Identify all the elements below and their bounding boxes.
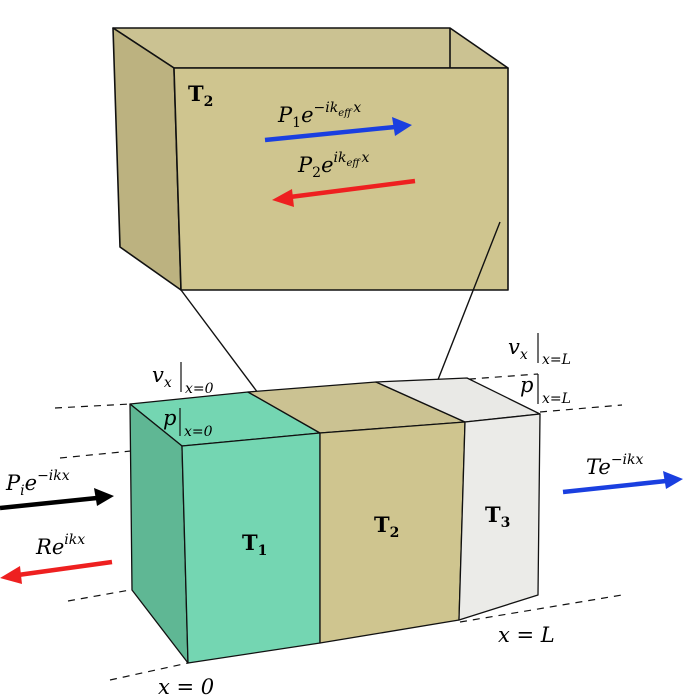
incident-wave: Pie−ikx	[0, 468, 114, 511]
incident-wave-arrow	[0, 495, 98, 511]
incident-wave-arrowhead	[94, 488, 114, 506]
svg-text:p: p	[163, 406, 176, 430]
t1-label: T1	[242, 530, 267, 559]
zoom-box-left-face	[112, 27, 182, 291]
boundary-pL: p x=L	[520, 373, 571, 407]
zoom-connector-left	[180, 289, 268, 406]
reflected-wave-arrow	[17, 559, 113, 578]
t3-front-face	[458, 413, 541, 621]
reflected-wave-arrowhead	[0, 566, 22, 584]
svg-text:x=0: x=0	[185, 381, 214, 397]
transmitted-wave-arrow	[562, 478, 667, 495]
x0-label: x = 0	[158, 675, 214, 695]
zoom-connector-right	[429, 221, 501, 401]
svg-text:x=L: x=L	[542, 391, 571, 407]
svg-text:x=0: x=0	[184, 424, 213, 440]
reflected-wave-label: Reikx	[35, 532, 85, 559]
boundary-p0: p x=0	[163, 406, 213, 440]
svg-text:vx: vx	[508, 335, 528, 363]
slab: T1 T2 T3	[129, 377, 541, 664]
transmitted-wave-arrowhead	[663, 471, 683, 489]
zoom-box-top-face	[112, 27, 509, 69]
zoom-box-front-face	[173, 67, 509, 291]
boundary-vx0: vx x=0	[152, 362, 214, 397]
incident-wave-label: Pie−ikx	[5, 468, 70, 499]
svg-text:x=L: x=L	[542, 352, 571, 368]
svg-text:p: p	[520, 373, 533, 397]
zoom-region-label: T2	[188, 81, 213, 110]
transmitted-wave-label: Te−ikx	[586, 452, 644, 479]
xL-label: x = L	[498, 623, 555, 647]
transmitted-wave: Te−ikx	[562, 452, 683, 495]
t2-label: T2	[374, 512, 399, 541]
backward-wave-arrow	[272, 178, 416, 207]
svg-text:vx: vx	[152, 363, 172, 391]
forward-wave-arrow	[264, 117, 412, 143]
reflected-wave: Reikx	[0, 532, 113, 584]
boundary-vxL: vx x=L	[508, 333, 571, 368]
t3-label: T3	[485, 502, 510, 531]
